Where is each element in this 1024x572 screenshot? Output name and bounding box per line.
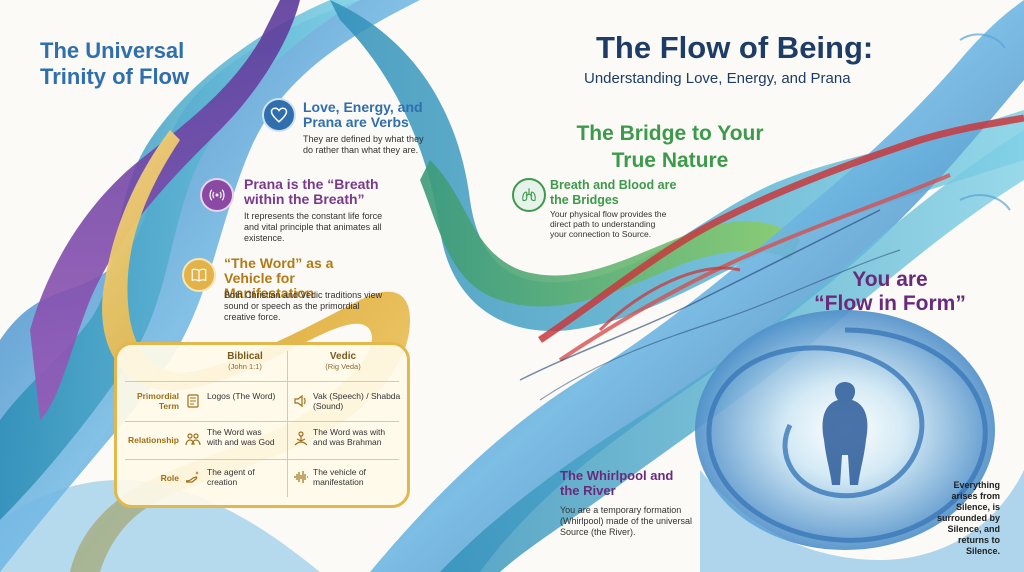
cell-biblical: The Word was with and was God	[207, 427, 275, 447]
column-header-biblical: Biblical (John 1:1)	[195, 351, 295, 371]
hand-sparkle-icon	[185, 471, 199, 483]
row-label-relationship: Relationship	[127, 435, 179, 445]
scroll-icon	[187, 394, 199, 408]
page-title: The Flow of Being:	[596, 30, 874, 65]
cell-vedic: The vehicle of manifestation	[313, 467, 366, 487]
prana-heading: Prana is the “Breath within the Breath”	[244, 176, 379, 207]
column-divider	[287, 351, 288, 497]
row-label-role: Role	[160, 473, 179, 483]
prana-body: It represents the constant life force an…	[244, 211, 383, 243]
column-sub: (John 1:1)	[228, 362, 262, 371]
row-divider	[125, 421, 399, 422]
trinity-heading: The Universal Trinity of Flow	[40, 38, 190, 89]
sound-icon	[294, 394, 306, 408]
bridge-body: Your physical flow provides the direct p…	[550, 209, 667, 239]
cell-vedic: The Word was with and was Brahman	[313, 427, 386, 447]
soundwave-icon	[294, 471, 308, 483]
breath-waves-icon	[200, 178, 234, 212]
flow-in-form-line-1: You are	[852, 268, 928, 291]
column-label: Vedic	[329, 351, 357, 362]
row-divider	[125, 381, 399, 382]
column-sub: (Rig Veda)	[325, 362, 361, 371]
row-label-primordial-term: Primordial Term	[136, 391, 179, 411]
bridge-heading: The Bridge to Your True Nature	[576, 122, 764, 172]
cell-biblical: Logos (The Word)	[207, 391, 276, 401]
cell-biblical: The agent of creation	[207, 467, 255, 487]
lungs-icon	[512, 178, 546, 212]
page-subtitle: Understanding Love, Energy, and Prana	[584, 70, 851, 87]
book-icon	[182, 258, 216, 292]
column-header-vedic: Vedic (Rig Veda)	[293, 351, 393, 371]
heart-icon	[262, 98, 296, 132]
whirlpool-body: You are a temporary formation (Whirlpool…	[560, 505, 693, 537]
meditation-icon	[294, 431, 308, 446]
people-icon	[185, 433, 201, 446]
word-body: Both Christian and Vedic traditions view…	[224, 290, 383, 322]
column-label: Biblical	[227, 351, 263, 362]
cell-vedic: Vak (Speech) / Shabda (Sound)	[313, 391, 401, 411]
bridge-sub-heading: Breath and Blood are the Bridges	[550, 178, 677, 207]
flow-in-form-line-2: “Flow in Form”	[814, 292, 966, 315]
word-heading: “The Word” as a Vehicle for Manifestatio…	[224, 255, 334, 301]
verbs-body: They are defined by what they do rather …	[303, 134, 424, 155]
silence-text: Everything arises from Silence, is surro…	[936, 480, 1000, 556]
comparison-table: Biblical (John 1:1) Vedic (Rig Veda) Pri…	[114, 342, 410, 508]
verbs-heading: Love, Energy, and Prana are Verbs	[303, 99, 423, 130]
row-divider	[125, 459, 399, 460]
whirlpool-heading: The Whirlpool and the River	[560, 468, 674, 498]
